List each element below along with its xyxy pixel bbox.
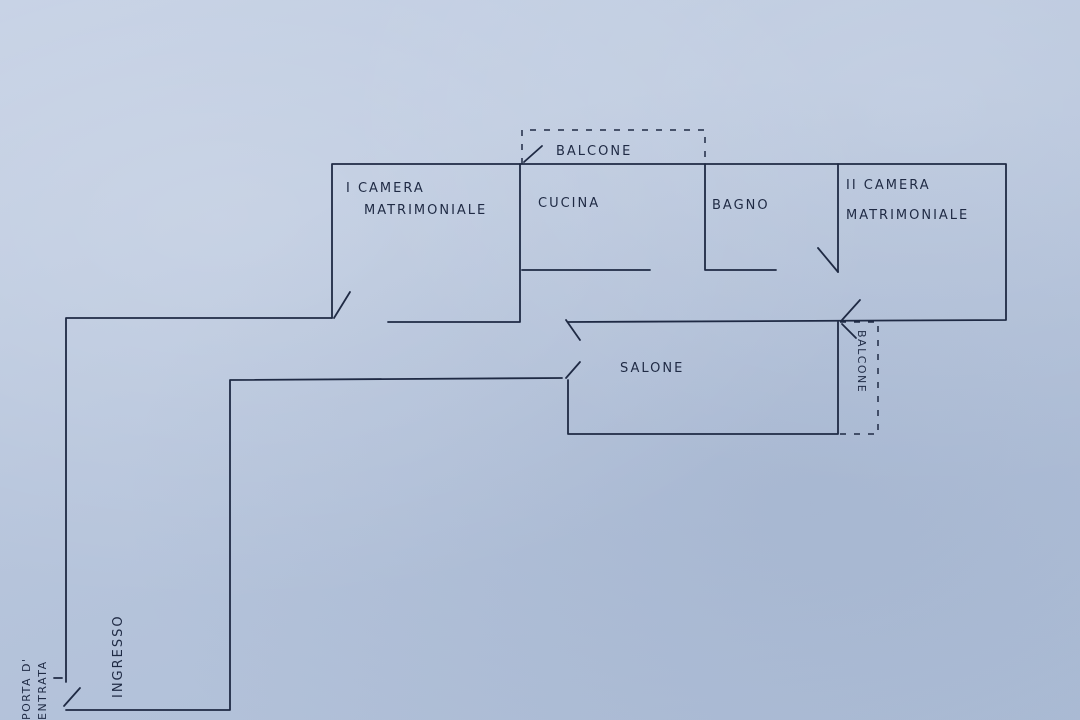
balcone-top-label: BALCONE [556, 144, 632, 159]
camera-1-label-line2: MATRIMONIALE [364, 203, 487, 218]
camera-2-label-line1: II CAMERA [846, 178, 931, 193]
wall-cucina-top [519, 163, 1007, 323]
balcone-side-outline [840, 321, 879, 435]
door-camera-2 [817, 247, 839, 273]
wall-ingresso-bottom [65, 377, 563, 711]
door-corridor [565, 319, 581, 341]
walls [65, 163, 1007, 711]
cucina-label: CUCINA [538, 196, 600, 211]
wall-salone [567, 321, 839, 435]
balconies [521, 129, 879, 435]
wall-ingresso [65, 317, 333, 683]
ingresso-label: INGRESSO [111, 614, 126, 698]
door-camera-1 [333, 291, 351, 319]
doors [53, 145, 861, 707]
balcone-side-label: BALCONE [855, 330, 868, 393]
wall-bagno [704, 163, 777, 271]
door-balcone-side [841, 299, 861, 321]
salone-label: SALONE [620, 361, 684, 376]
porta-entrata-label-line2: ENTRATA [36, 660, 49, 720]
door-entrata [63, 687, 81, 707]
bagno-label: BAGNO [712, 198, 770, 213]
door-balcone-top [523, 145, 543, 163]
door-salone [565, 361, 581, 379]
door-salone-balcone [841, 323, 857, 339]
balcone-top-outline [521, 129, 706, 164]
porta-entrata-label-line1: PORTA D' [20, 657, 33, 720]
camera-1-label-line1: I CAMERA [346, 181, 425, 196]
camera-2-label-line2: MATRIMONIALE [846, 208, 969, 223]
